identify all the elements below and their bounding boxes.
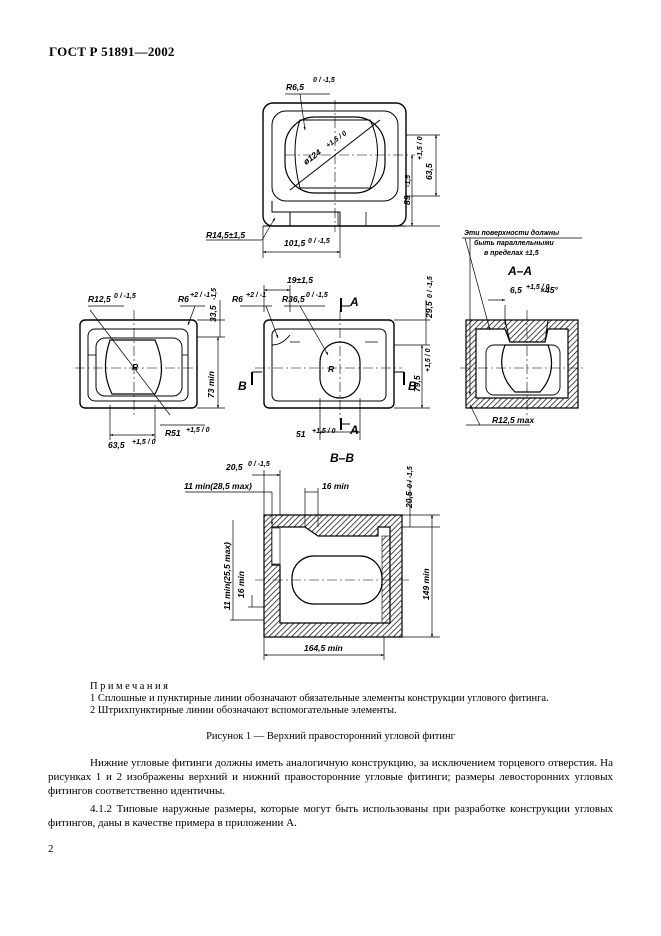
- front-section-a-top: A: [349, 295, 359, 309]
- note-item: 1 Сплошные и пунктирные линии обозначают…: [90, 693, 549, 704]
- section-bb: [255, 514, 410, 638]
- notes-title: Примечания: [90, 681, 171, 692]
- side-dim-73min: 73 min: [206, 371, 216, 398]
- front-view: [255, 310, 402, 420]
- aa-note-line2: быть параллельными: [474, 239, 555, 247]
- bb-dim-11: 11 min(28,5 max): [184, 481, 252, 491]
- top-view: [262, 100, 415, 232]
- top-view-dims: [206, 93, 440, 258]
- front-dim-79-tol: +1,5 / 0: [425, 348, 432, 372]
- top-dim-bottom-tol: 0 / -1,5: [308, 238, 330, 245]
- bb-dim-left-outer: 11 min(25,5 max): [222, 542, 232, 610]
- note-item: 2 Штрихпунктирные линии обозначают вспом…: [90, 705, 397, 716]
- side-view: [75, 310, 200, 415]
- top-dim-right-2-tol: -1,5: [405, 175, 412, 187]
- section-aa: [460, 310, 585, 415]
- side-r-big-tol: +1,5 / 0: [186, 427, 210, 434]
- side-dim-bottom: 63,5: [108, 440, 125, 450]
- aa-note-line1: Эти поверхности должны: [464, 229, 559, 237]
- aa-note-line3: в пределах ±1,5: [484, 249, 539, 257]
- paragraph: 4.1.2 Типовые наружные размеры, которые …: [48, 803, 613, 829]
- front-r-36: R36,5: [282, 294, 305, 304]
- bb-dim-149: 149 min: [421, 568, 431, 600]
- figure-caption: Рисунок 1 — Верхний правосторонний углов…: [206, 731, 455, 742]
- side-dim-bottom-tol: +1,5 / 0: [132, 439, 156, 446]
- side-dim-33: 33,5: [208, 305, 218, 322]
- aa-chamfer-angle: ×45°: [540, 285, 558, 295]
- page-number: 2: [48, 843, 54, 855]
- top-r-bottom-left: R14,5±1,5: [206, 230, 245, 240]
- front-dim-51-tol: +1,5 / 0: [312, 428, 336, 435]
- document-header: ГОСТ Р 51891—2002: [49, 44, 175, 59]
- top-dim-bottom: 101,5: [284, 238, 306, 248]
- bb-dim-20-right-tol: 0 / -1,5: [407, 466, 414, 488]
- top-dim-right-1: 63,5: [424, 163, 434, 180]
- top-r-top-tol: 0 / -1,5: [313, 77, 335, 84]
- aa-title: А–А: [507, 264, 532, 278]
- side-r-left: R12,5: [88, 294, 111, 304]
- front-section-b-left: B: [238, 379, 247, 393]
- front-view-dims: [240, 285, 430, 440]
- side-r-mid: R6: [178, 294, 189, 304]
- front-section-b-right: B: [408, 379, 417, 393]
- notes-block: Примечания 1 Сплошные и пунктирные линии…: [90, 681, 630, 717]
- front-r-36-tol: 0 / -1,5: [306, 292, 328, 299]
- front-dim-29: 29,5: [424, 301, 434, 319]
- section-bb-dims: [185, 470, 440, 660]
- bb-dim-20-right: 20,5: [404, 491, 414, 509]
- bb-dim-20: 20,5: [225, 462, 243, 472]
- front-dim-51: 51: [296, 429, 306, 439]
- top-dia-oval: ø124: [301, 147, 323, 167]
- front-r-6-tol: +2 / -1: [246, 292, 266, 299]
- front-dim-19: 19±1,5: [287, 275, 313, 285]
- top-dim-right-2: 89: [402, 195, 412, 205]
- bb-dim-left-inner: 16 min: [236, 571, 246, 598]
- side-view-dims: [88, 300, 225, 440]
- bb-dim-16: 16 min: [322, 481, 349, 491]
- aa-chamfer-tol: +1,5 / 0: [526, 284, 550, 291]
- side-r-left-tol: 0 / -1,5: [114, 293, 136, 300]
- aa-chamfer: 6,5: [510, 285, 522, 295]
- top-dia-tol: +1,5 / 0: [325, 130, 348, 150]
- side-r-mid-tol: +2 / -1: [190, 292, 210, 299]
- section-aa-dims: [462, 237, 582, 426]
- front-section-a-bottom: A: [349, 423, 359, 437]
- side-label-r: R: [132, 362, 139, 372]
- side-r-big: R51: [165, 428, 181, 438]
- top-r-top: R6,5: [286, 82, 304, 92]
- corner-fitting-drawing: R6,5 0 / -1,5 ø124 +1,5 / 0 63,5 +1,5 / …: [75, 77, 585, 660]
- front-r-6: R6: [232, 294, 243, 304]
- aa-r-bottom: R12,5 max: [492, 415, 535, 425]
- side-dim-33-tol: -1,5: [211, 288, 218, 300]
- top-dim-right-1-tol: +1,5 / 0: [417, 136, 424, 160]
- front-label-r: R: [328, 364, 335, 374]
- front-dim-29-tol: 0 / -1,5: [427, 276, 434, 298]
- bb-dim-164: 164,5 min: [304, 643, 343, 653]
- front-dim-79: 79,5: [412, 375, 422, 392]
- bb-dim-20-tol: 0 / -1,5: [248, 461, 270, 468]
- paragraph: Нижние угловые фитинги должны иметь анал…: [48, 757, 613, 797]
- bb-title: B–B: [330, 451, 354, 465]
